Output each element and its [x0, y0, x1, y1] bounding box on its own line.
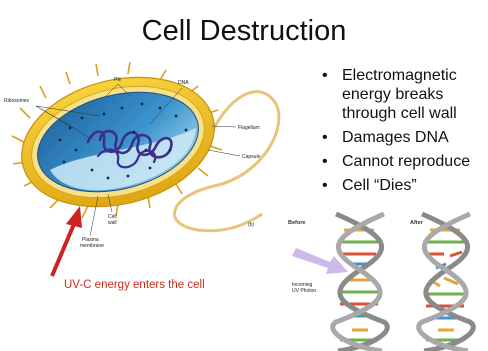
label-cell-wall: wall: [108, 220, 117, 226]
label-after: After: [410, 220, 424, 226]
bacterium-diagram: Pili DNA Ribosomes Flagellum Capsule Cel…: [4, 58, 279, 291]
dna-helix-after: [419, 214, 474, 351]
label-dna: DNA: [178, 80, 189, 86]
label-flagellum: Flagellum: [238, 125, 260, 131]
label-pili: Pili: [114, 77, 121, 83]
label-before: Before: [288, 220, 305, 226]
dna-helix-before: [333, 214, 388, 351]
label-capsule: Capsule: [242, 154, 261, 160]
dna-damage-diagram: Before After Incoming UV Photon: [288, 214, 473, 351]
label-plasma-membrane: membrane: [80, 243, 104, 249]
uv-arrow-head: [66, 206, 82, 228]
label-ribosomes: Ribosomes: [4, 98, 30, 104]
uv-arrow: [52, 224, 74, 276]
label-panel-b: (b): [248, 222, 254, 228]
uv-caption: UV-C energy enters the cell: [64, 279, 205, 291]
label-uv-photon: UV Photon: [292, 288, 316, 294]
